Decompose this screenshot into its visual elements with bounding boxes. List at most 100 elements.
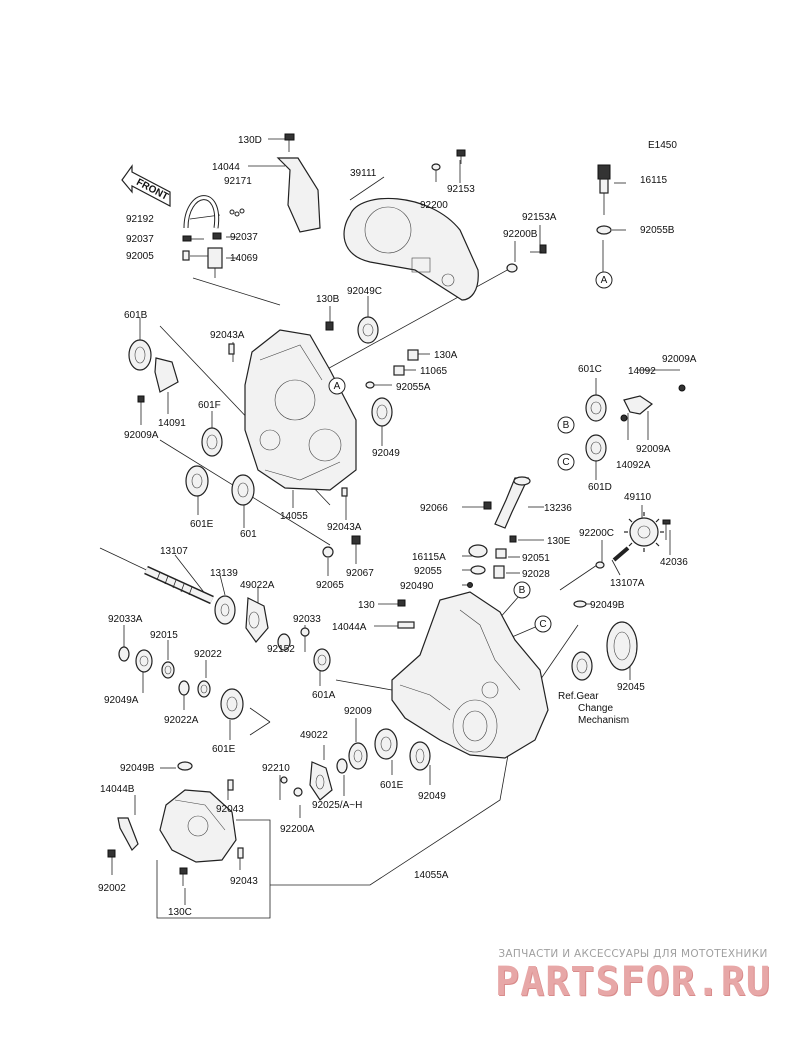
part-number-label: 92002 [98,883,126,894]
part-number-label: 92051 [522,553,550,564]
part-number-label: 92037 [126,234,154,245]
part-number-label: 14091 [158,418,186,429]
callout-letter: C [539,619,546,630]
part-number-label: 92033A [108,614,143,625]
part-number-label: 92009A [636,444,671,455]
part-number-label: 11065 [420,366,448,377]
watermark-brand: PARTSFOR.RU [495,959,771,1005]
right-case-half [391,591,549,759]
part-number-label: 14044B [100,784,135,795]
part-number-label: 601E [190,519,214,530]
part-number-label: 49022A [240,580,275,591]
part-number-label: 14069 [230,253,258,264]
part-number-label: 130B [316,294,340,305]
part-number-label: 130A [434,350,458,361]
part-number-label: 13107 [160,546,188,557]
part-number-label: 92153A [522,212,557,223]
part-number-label: 92200C [579,528,614,539]
part-number-label: 92022 [194,649,222,660]
part-number-label: 13107A [610,578,645,589]
part-number-label: 39111 [350,168,377,179]
part-number-label: 49022 [300,730,328,741]
callout-letter: A [601,275,608,286]
part-number-label: 92043A [327,522,362,533]
part-number-label: 92153 [447,184,475,195]
part-number-label: 13139 [210,568,238,579]
part-number-label: 14092 [628,366,656,377]
reference-note: Ref.Gear Change Mechanism [558,691,629,726]
part-number-label: 92067 [346,568,374,579]
callout-letter: B [563,420,570,431]
part-number-label: 92049 [372,448,400,459]
upper-parts [182,133,612,301]
callout-letter: A [334,381,341,392]
part-number-label: 92200A [280,824,315,835]
part-number-label: 92022A [164,715,199,726]
part-number-label: 16115A [412,552,446,563]
part-number-label: 92025/A~H [312,800,362,811]
part-number-label: 92210 [262,763,290,774]
front-arrow: FRONT [121,164,171,207]
part-number-label: 601F [198,400,221,411]
part-number-label: 92045 [617,682,645,693]
part-number-label: 14055 [280,511,308,522]
right-small-parts [467,384,686,681]
part-number-label: 92049B [120,763,155,774]
part-number-label: 601E [212,744,236,755]
part-number-label: 14055A [414,870,449,881]
part-number-label: 92055A [396,382,431,393]
part-number-label: 601D [588,482,612,493]
watermark-tagline: ЗАПЧАСТИ И АКСЕССУАРЫ ДЛЯ МОТОТЕХНИКИ [498,948,768,960]
callout-letter: B [519,585,526,596]
lower-gear-housing [107,761,244,886]
part-number-label: 130E [547,536,571,547]
part-number-label: 92049B [590,600,625,611]
part-number-label: 14044A [332,622,367,633]
part-number-label: 14092A [616,460,651,471]
part-number-label: 92033 [293,614,321,625]
part-number-label: 92055 [414,566,442,577]
part-number-label: 92028 [522,569,550,580]
part-number-label: 92015 [150,630,178,641]
part-number-label: 42036 [660,557,688,568]
part-number-label: 92065 [316,580,344,591]
part-number-label: 92152 [267,644,295,655]
part-number-label: 92049C [347,286,382,297]
part-number-label: 601A [312,690,336,701]
part-number-label: 92037 [230,232,258,243]
part-number-label: 92009A [662,354,697,365]
part-number-label: 92055B [640,225,675,236]
watermark: ЗАПЧАСТИ И АКСЕССУАРЫ ДЛЯ МОТОТЕХНИКИ PA… [478,948,788,1004]
callout-circles [328,271,613,633]
part-number-label: 130D [238,135,262,146]
part-number-label: 92009 [344,706,372,717]
part-number-label: 92049 [418,791,446,802]
part-number-label: 92066 [420,503,448,514]
part-number-label: 92043 [230,876,258,887]
part-number-label: 601C [578,364,602,375]
part-number-label: 92049A [104,695,139,706]
part-number-label: 49110 [624,492,652,503]
part-number-label: 16115 [640,175,668,186]
part-number-label: 130C [168,907,192,918]
note-line-3: Mechanism [578,715,629,726]
note-line-1: Ref.Gear [558,691,599,702]
part-number-label: 601E [380,780,404,791]
part-number-label: 92043 [216,804,244,815]
part-number-label: 601B [124,310,148,321]
part-number-label: 92005 [126,251,154,262]
part-number-label: 601 [240,529,257,540]
part-number-label: 92192 [126,214,154,225]
part-number-label: 92043A [210,330,245,341]
callout-letters: A A B C B C [334,275,608,630]
part-number-label: 92171 [224,176,252,187]
part-number-label: 130 [358,600,375,611]
part-number-label: 92200 [420,200,448,211]
part-number-label: 13236 [544,503,572,514]
part-number-label: 920490 [400,581,434,592]
callout-letter: C [562,457,569,468]
note-line-2: Change [578,703,613,714]
